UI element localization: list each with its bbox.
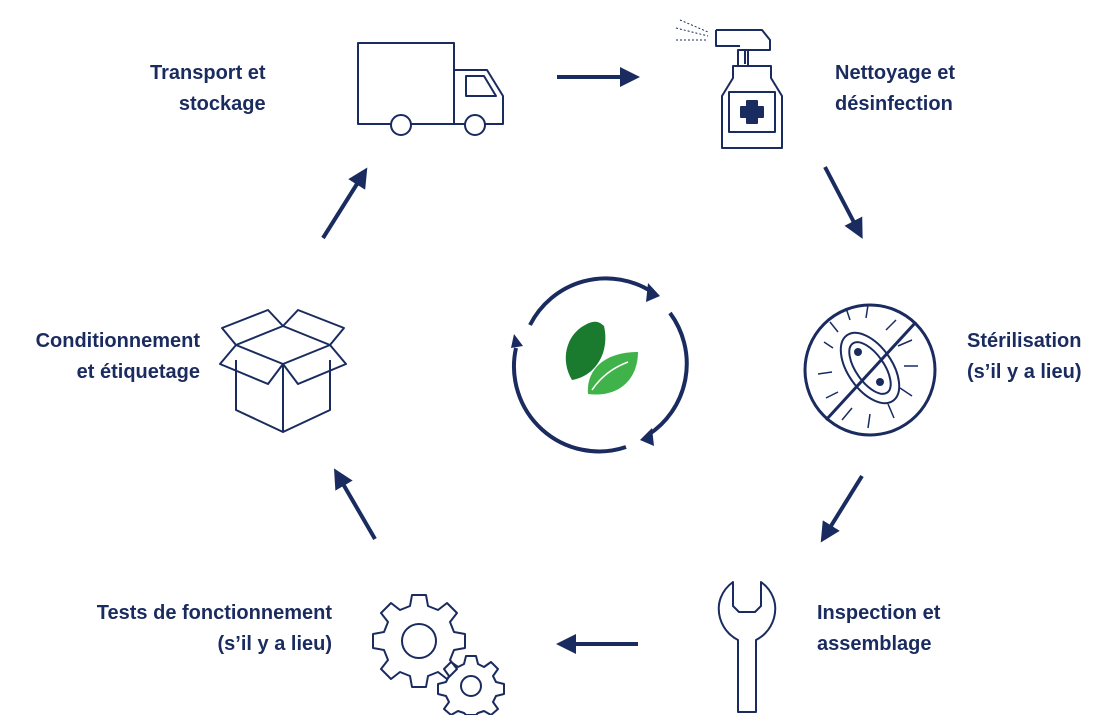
step-label-sterilization: Stérilisation (s’il y a lieu) — [967, 326, 1081, 388]
step-label-cleaning-line2: désinfection — [835, 93, 953, 115]
flow-arrows — [321, 67, 864, 654]
gears-icon — [372, 594, 505, 715]
truck-icon — [357, 42, 504, 136]
wrench-icon — [717, 581, 777, 713]
step-label-transport-line2: stockage — [178, 93, 266, 115]
step-label-cleaning: Nettoyage et désinfection — [835, 58, 955, 120]
step-label-cleaning-line1: Nettoyage et — [835, 62, 956, 84]
step-label-transport: Transport et stockage — [150, 58, 266, 120]
step-label-packaging: Conditionnement et étiquetage — [36, 326, 200, 388]
step-label-testing-line1: Tests de fonctionnement — [96, 602, 332, 624]
step-label-inspection: Inspection et assemblage — [817, 598, 940, 660]
arrow-cleaning-to-sterilization — [823, 166, 863, 239]
no-bacteria-icon — [803, 303, 937, 437]
spray-bottle-icon — [675, 19, 783, 149]
arrow-sterilization-to-inspection — [820, 474, 864, 543]
step-label-testing-line2: (s’il y a lieu) — [217, 633, 332, 655]
step-label-inspection-line2: assemblage — [817, 633, 932, 655]
arrow-testing-to-packaging — [333, 468, 377, 541]
step-label-testing: Tests de fonctionnement (s’il y a lieu) — [97, 598, 332, 660]
step-label-inspection-line1: Inspection et — [817, 602, 941, 624]
step-label-packaging-line1: Conditionnement — [35, 330, 200, 352]
open-box-icon — [219, 309, 347, 433]
recycle-leaf-icon — [511, 276, 689, 454]
step-label-sterilization-line1: Stérilisation — [967, 330, 1082, 352]
arrow-packaging-to-transport — [321, 167, 368, 240]
step-label-transport-line1: Transport et — [150, 62, 266, 84]
step-label-sterilization-line2: (s’il y a lieu) — [967, 361, 1082, 383]
step-label-packaging-line2: et étiquetage — [76, 361, 200, 383]
